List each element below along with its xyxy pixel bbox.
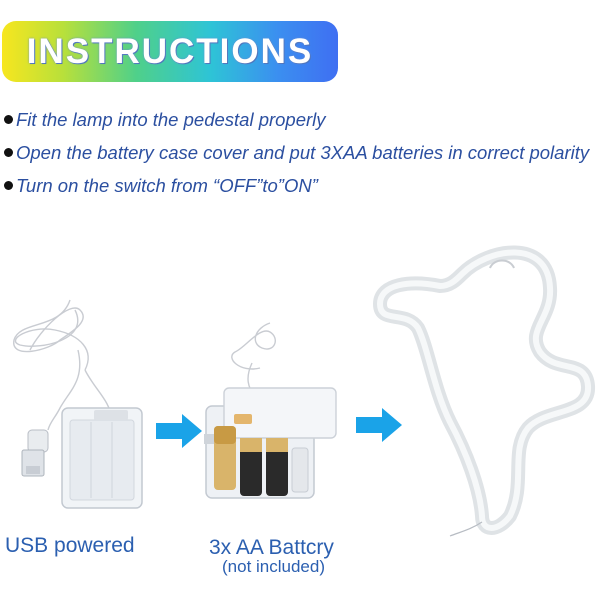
usb-powered-caption: USB powered (5, 534, 135, 557)
instruction-step-2: Open the battery case cover and put 3XAA… (0, 139, 600, 172)
instructions-banner: INSTRUCTIONS (2, 21, 338, 82)
battery-subcaption: (not included) (222, 557, 326, 576)
arrow-right-icon (356, 408, 402, 442)
instruction-text: Open the battery case cover and put 3XAA… (16, 142, 590, 163)
bullet-icon (4, 115, 13, 124)
instruction-text: Fit the lamp into the pedestal properly (16, 109, 326, 130)
battery-box-image (204, 322, 337, 499)
battery-caption: 3x AA Battcry (209, 536, 334, 559)
instruction-step-3: Turn on the switch from “OFF”to”ON” (0, 172, 600, 205)
bullet-icon (4, 148, 13, 157)
banner-title: INSTRUCTIONS (26, 32, 314, 71)
instruction-step-1: Fit the lamp into the pedestal properly (0, 106, 600, 139)
instruction-list: Fit the lamp into the pedestal properly … (0, 106, 600, 205)
bullet-icon (4, 181, 13, 190)
usb-battery-box-image (13, 299, 143, 509)
instruction-text: Turn on the switch from “OFF”to”ON” (16, 175, 318, 196)
arrow-right-icon (156, 414, 202, 448)
ghost-neon-lamp-image (373, 245, 595, 537)
